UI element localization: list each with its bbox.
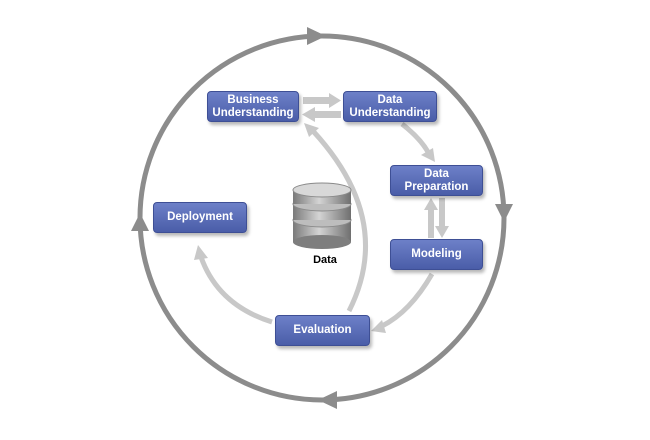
outer-arrowhead-left — [131, 213, 149, 231]
phase-evaluation: Evaluation — [275, 315, 370, 346]
phase-data-preparation: Data Preparation — [390, 165, 483, 196]
database-icon — [292, 182, 352, 249]
arrow-data-understanding-to-business — [302, 107, 341, 122]
arrow-business-to-data-understanding — [303, 93, 341, 108]
arrow-modeling-to-preparation — [424, 198, 438, 238]
arrowhead-modeling-to-evaluation — [371, 320, 386, 333]
arrowhead-evaluation-to-deployment — [194, 245, 208, 260]
arrow-evaluation-to-deployment — [198, 256, 273, 325]
phase-business-understanding: Business Understanding — [207, 91, 299, 122]
arrow-modeling-to-evaluation — [380, 272, 435, 329]
phase-data-understanding: Data Understanding — [343, 91, 437, 122]
arrowhead-evaluation-to-business — [304, 123, 319, 137]
phase-deployment: Deployment — [153, 202, 247, 233]
arrow-understanding-to-preparation — [400, 122, 431, 154]
arrow-evaluation-to-business — [311, 129, 368, 313]
arrowhead-understanding-to-preparation — [421, 148, 435, 162]
arrow-preparation-to-modeling — [435, 198, 449, 238]
outer-arrowhead-top — [307, 27, 326, 45]
outer-arrowhead-right — [495, 204, 513, 222]
database-label: Data — [313, 254, 337, 266]
outer-arrowhead-bottom — [318, 391, 337, 409]
phase-modeling: Modeling — [390, 239, 483, 270]
